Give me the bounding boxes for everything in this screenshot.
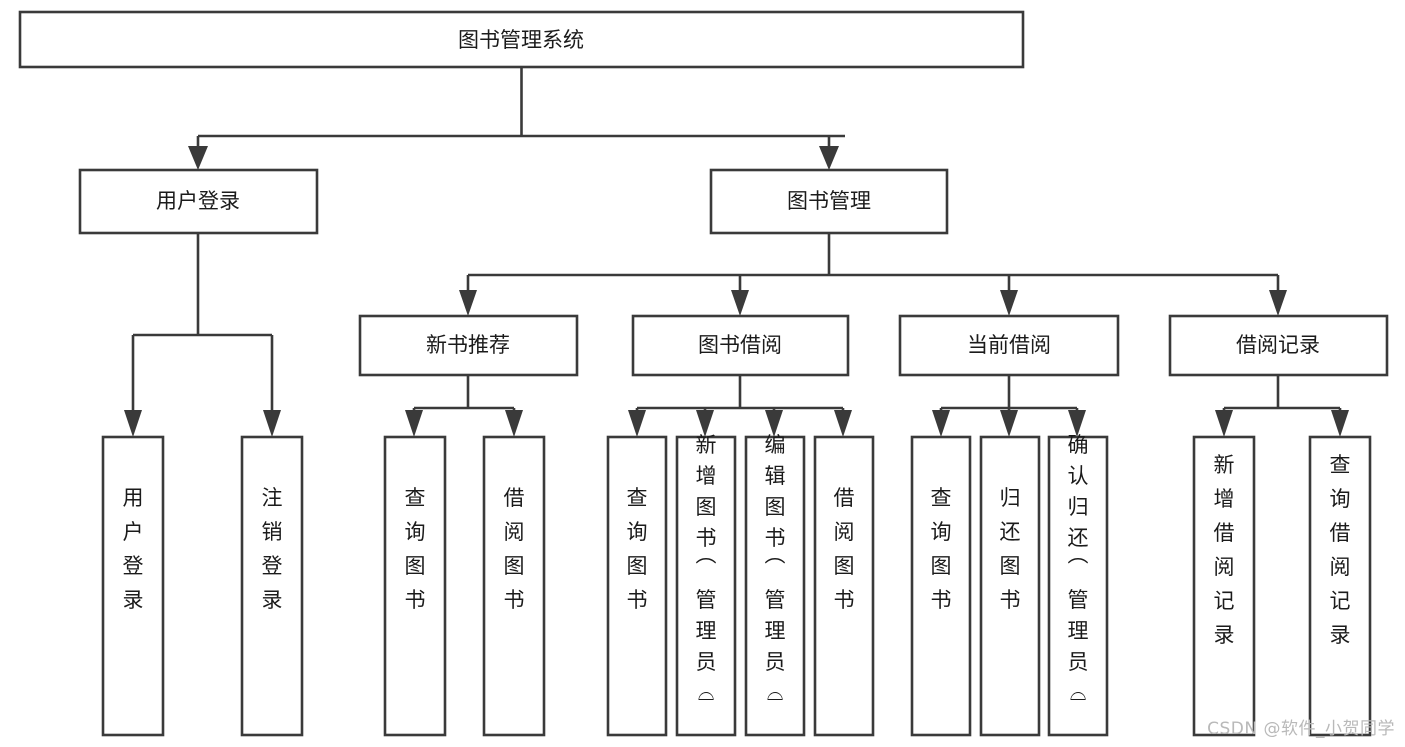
leaf-node[interactable]: 归还图书 — [979, 435, 1041, 737]
leaf-borrowrecord-query-box[interactable] — [1308, 435, 1372, 737]
leaf-bookborrow-borrow-label: 借阅图书 — [834, 486, 855, 612]
leaf-newbook-query-box[interactable] — [383, 435, 447, 737]
node-borrow-record-label: 借阅记录 — [1236, 333, 1320, 357]
node-book-manage-label: 图书管理 — [787, 189, 871, 213]
leaf-currentborrow-query-box[interactable] — [910, 435, 972, 737]
leaf-borrowrecord-query-label: 查询借阅记录 — [1330, 453, 1351, 647]
leaf-bookborrow-add-label: 新增图书⌒管理员⌓ — [696, 433, 717, 705]
leaf-bookborrow-borrow-box[interactable] — [813, 435, 875, 737]
arrow-head-current-borrow — [1000, 290, 1018, 316]
node-current-borrow-box[interactable] — [898, 314, 1120, 377]
node-user-login-label: 用户登录 — [156, 189, 240, 213]
arrow-head-bookborrow-leaf-4 — [834, 410, 852, 437]
node-user-login-box[interactable] — [78, 168, 319, 235]
arrow-head-user-login — [188, 146, 208, 170]
node-borrow-record[interactable]: 借阅记录 — [1168, 314, 1389, 377]
leaf-newbook-borrow-box[interactable] — [482, 435, 546, 737]
node-new-book-recommend-box[interactable] — [358, 314, 579, 377]
arrow-head-leaf-logout — [263, 410, 281, 437]
node-root-label: 图书管理系统 — [458, 28, 584, 52]
leaf-logout-box[interactable] — [240, 435, 304, 737]
leaf-node[interactable]: 查询图书 — [606, 435, 668, 737]
leaf-bookborrow-query-box[interactable] — [606, 435, 668, 737]
arrow-head-leaf-user-login — [124, 410, 142, 437]
leaf-currentborrow-query-label: 查询图书 — [931, 486, 952, 612]
arrow-head-borrowrecord-leaf-1 — [1215, 410, 1233, 437]
leaf-node[interactable]: 新增图书⌒管理员⌓ — [675, 433, 737, 737]
leaf-currentborrow-return-label: 归还图书 — [1000, 486, 1021, 612]
node-user-login[interactable]: 用户登录 — [78, 168, 319, 235]
node-book-manage-box[interactable] — [709, 168, 949, 235]
node-new-book-recommend[interactable]: 新书推荐 — [358, 314, 579, 377]
arrow-head-bookborrow-leaf-1 — [628, 410, 646, 437]
leaf-currentborrow-return-box[interactable] — [979, 435, 1041, 737]
leaf-currentborrow-confirm-label: 确认归还⌒管理员⌓ — [1068, 433, 1089, 705]
node-root-box[interactable] — [18, 10, 1025, 69]
arrow-head-book-borrow — [731, 290, 749, 316]
node-borrow-record-box[interactable] — [1168, 314, 1389, 377]
arrow-head-newbook-leaf-2 — [505, 410, 523, 437]
node-new-book-recommend-label: 新书推荐 — [426, 333, 510, 357]
node-current-borrow-label: 当前借阅 — [967, 333, 1051, 357]
node-current-borrow[interactable]: 当前借阅 — [898, 314, 1120, 377]
leaf-node[interactable]: 编辑图书⌒管理员⌓ — [744, 433, 806, 737]
connector-layer — [124, 67, 1349, 437]
arrow-head-bookborrow-leaf-3 — [765, 410, 783, 437]
leaf-node[interactable]: 用户登录 — [101, 435, 165, 737]
arrow-head-bookborrow-leaf-2 — [696, 410, 714, 437]
arrow-head-borrowrecord-leaf-2 — [1331, 410, 1349, 437]
node-book-borrow-label: 图书借阅 — [698, 333, 782, 357]
leaf-node[interactable]: 查询借阅记录 — [1308, 435, 1372, 737]
node-root[interactable]: 图书管理系统 — [18, 10, 1025, 69]
leaf-node[interactable]: 查询图书 — [383, 435, 447, 737]
leaf-node[interactable]: 查询图书 — [910, 435, 972, 737]
leaf-node[interactable]: 注销登录 — [240, 435, 304, 737]
arrow-head-new-book — [459, 290, 477, 316]
leaf-bookborrow-query-label: 查询图书 — [627, 486, 648, 612]
leaf-node[interactable]: 借阅图书 — [482, 435, 546, 737]
leaf-user-login-box[interactable] — [101, 435, 165, 737]
leaf-node[interactable]: 新增借阅记录 — [1192, 435, 1256, 737]
node-book-manage[interactable]: 图书管理 — [709, 168, 949, 235]
arrow-head-book-manage — [819, 146, 839, 170]
leaf-node[interactable]: 借阅图书 — [813, 435, 875, 737]
leaf-logout-label: 注销登录 — [262, 486, 283, 612]
leaf-bookborrow-edit-box[interactable] — [744, 435, 806, 737]
node-book-borrow-box[interactable] — [631, 314, 850, 377]
leaf-bookborrow-edit-label: 编辑图书⌒管理员⌓ — [765, 433, 786, 705]
leaf-node[interactable]: 确认归还⌒管理员⌓ — [1047, 433, 1109, 737]
arrow-head-currentborrow-leaf-3 — [1068, 410, 1086, 437]
leaf-bookborrow-add-box[interactable] — [675, 435, 737, 737]
leaf-user-login-label: 用户登录 — [123, 486, 144, 612]
node-book-borrow[interactable]: 图书借阅 — [631, 314, 850, 377]
leaf-borrowrecord-add-box[interactable] — [1192, 435, 1256, 737]
leaf-newbook-borrow-label: 借阅图书 — [504, 486, 525, 612]
arrow-head-borrow-record — [1269, 290, 1287, 316]
leaf-newbook-query-label: 查询图书 — [405, 486, 426, 612]
leaf-currentborrow-confirm-box[interactable] — [1047, 435, 1109, 737]
arrow-head-newbook-leaf-1 — [405, 410, 423, 437]
watermark: CSDN @软件_小贺同学 — [1207, 719, 1395, 739]
arrow-head-currentborrow-leaf-1 — [932, 410, 950, 437]
arrow-head-currentborrow-leaf-2 — [1000, 410, 1018, 437]
leaf-borrowrecord-add-label: 新增借阅记录 — [1214, 453, 1235, 647]
